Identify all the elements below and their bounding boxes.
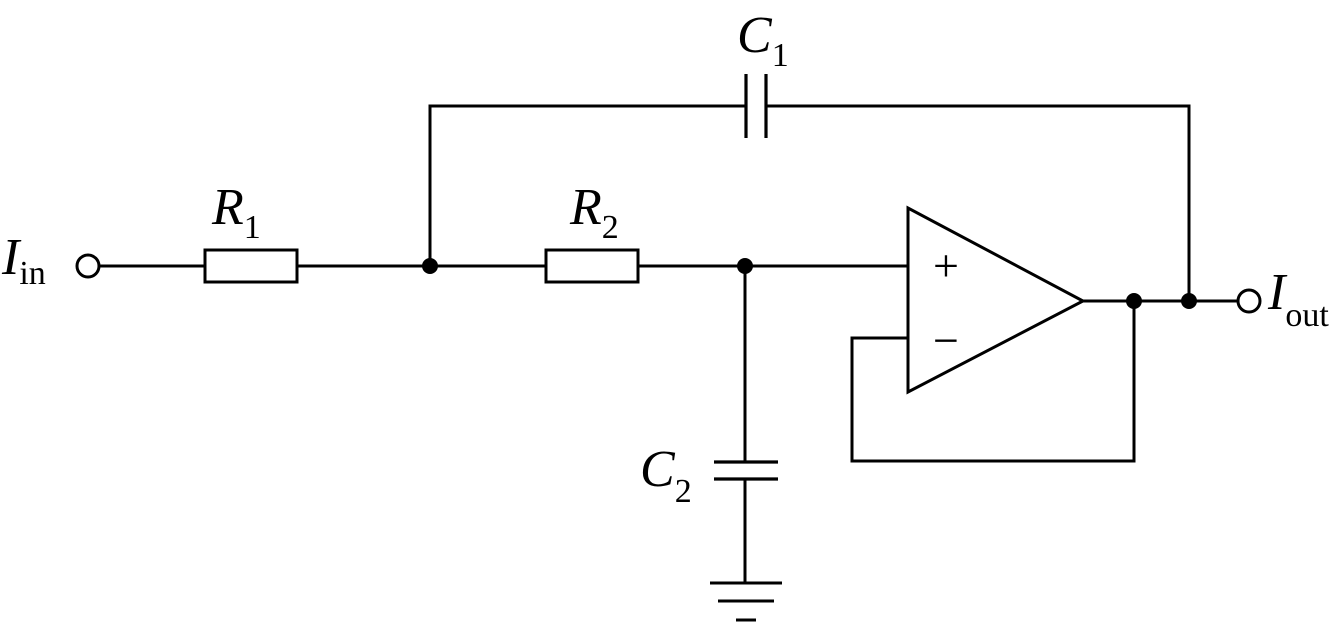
label-input: Iin xyxy=(1,229,46,292)
label-r1: R1 xyxy=(211,179,261,246)
junction-output-c1 xyxy=(1181,293,1197,309)
junction-output-feedback xyxy=(1126,293,1142,309)
resistor-r1 xyxy=(203,248,299,284)
wires xyxy=(97,104,1239,585)
junction-node2 xyxy=(737,258,753,274)
ground-symbol xyxy=(710,581,782,622)
wire-c1-right xyxy=(764,104,1191,303)
label-c2: C2 xyxy=(640,441,692,510)
label-c1: C1 xyxy=(737,7,789,74)
capacitor-c2 xyxy=(714,460,778,481)
opamp-triangle xyxy=(906,205,1087,395)
label-r2: R2 xyxy=(569,179,619,246)
capacitor-c1 xyxy=(744,74,768,138)
terminal-input xyxy=(75,253,101,279)
terminal-output xyxy=(1236,288,1262,314)
resistor-r2 xyxy=(544,248,640,284)
opamp-plus-sign: + xyxy=(933,240,959,291)
wire-negative-feedback xyxy=(850,299,1136,463)
wire-c1-left xyxy=(428,104,748,268)
opamp-minus-sign: − xyxy=(933,315,959,366)
label-output: Iout xyxy=(1267,264,1329,334)
junction-node1 xyxy=(422,258,438,274)
